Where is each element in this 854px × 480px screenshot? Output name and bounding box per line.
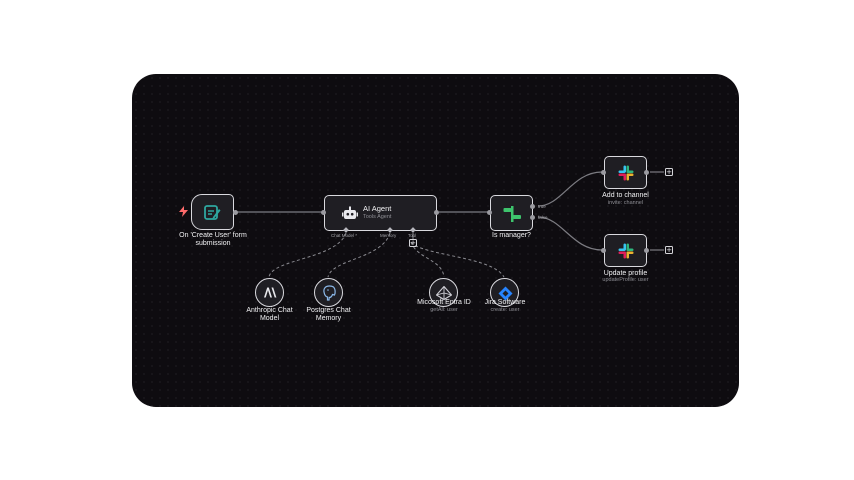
slack-icon [618,243,634,259]
trigger-label: On 'Create User' form submission [179,232,247,247]
postgres-label: Postgres Chat Memory [306,307,351,322]
tool-port-label: Tool [408,233,417,238]
postgres-chat-memory-node[interactable] [314,278,343,307]
add-after-channel-button[interactable]: + [665,168,673,176]
agent-title: AI Agent [363,204,392,213]
update-profile-subtitle: updateProfile: user [602,277,649,283]
true-branch-label: true [538,204,546,209]
jira-icon [498,286,513,301]
jira-subtitle: create: user [490,307,520,313]
robot-icon [342,206,358,219]
entra-label: Micosoft Entra ID [417,299,471,306]
is-manager-label: Is manager? [492,232,531,239]
agent-output-port[interactable] [434,210,439,215]
add-to-channel-node[interactable] [604,156,647,189]
memory-port-label: Memory [380,233,397,238]
anthropic-chat-model-node[interactable] [255,278,284,307]
add-channel-output-port[interactable] [644,170,649,175]
ai-agent-node[interactable]: AI Agent Tools Agent [324,195,437,231]
jira-label: Jira Software [484,299,526,306]
jira-software-node[interactable] [490,278,519,307]
add-channel-subtitle: invite: channel [607,200,644,206]
add-tool-button[interactable]: + [409,239,417,247]
update-profile-output-port[interactable] [644,248,649,253]
agent-input-port[interactable] [321,210,326,215]
true-output-port[interactable] [530,204,535,209]
update-profile-input-port[interactable] [601,248,606,253]
connection-true-addchannel [537,171,603,207]
connection-chatmodel [268,232,347,278]
condition-input-port[interactable] [487,210,492,215]
lightning-icon [179,206,188,217]
trigger-output-port[interactable] [233,210,238,215]
add-channel-input-port[interactable] [601,170,606,175]
connection-memory [327,232,391,278]
if-split-icon [503,206,521,222]
entra-subtitle: getAll: user [430,307,458,313]
false-output-port[interactable] [530,215,535,220]
agent-subtitle: Tools Agent [363,214,392,220]
update-profile-node[interactable] [604,234,647,267]
connection-false-updateprofile [537,216,603,251]
update-profile-label: Update profile [603,270,648,277]
anthropic-label: Anthropic Chat Model [246,307,293,322]
connection-tool-entra [410,241,445,278]
is-manager-node[interactable] [490,195,533,231]
slack-icon [618,165,634,181]
form-edit-icon [204,205,221,220]
form-trigger-node[interactable] [191,194,234,230]
workflow-canvas[interactable]: On 'Create User' form submission AI Agen… [132,74,739,407]
anthropic-icon [264,287,277,298]
entra-id-node[interactable] [429,278,458,307]
add-after-profile-button[interactable]: + [665,246,673,254]
add-channel-label: Add to channel [602,192,649,199]
postgres-elephant-icon [323,285,336,301]
false-branch-label: false [538,215,548,220]
entra-id-icon [436,286,452,300]
chat-model-port-label: Chat Model * [331,233,358,238]
connection-tool-jira [410,241,505,278]
